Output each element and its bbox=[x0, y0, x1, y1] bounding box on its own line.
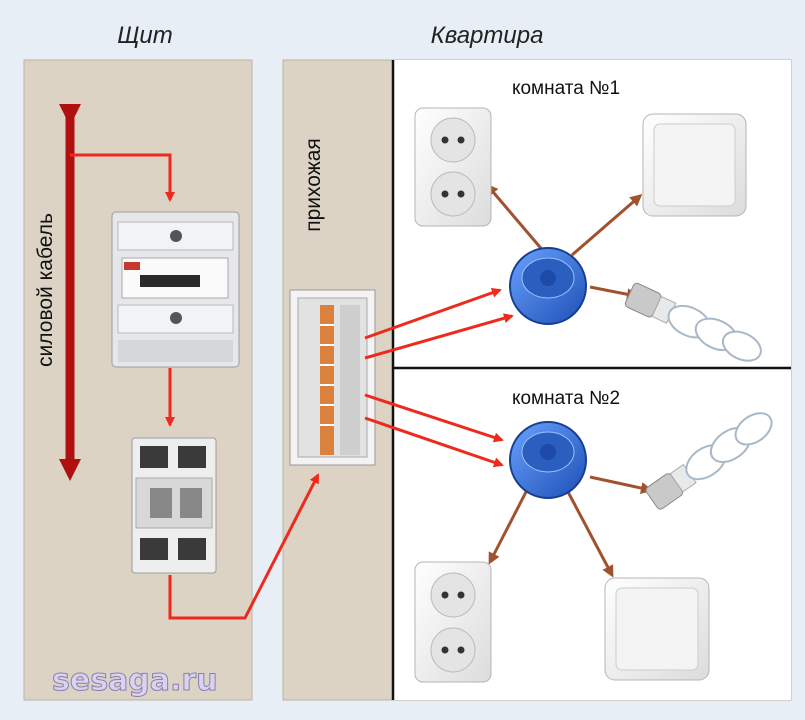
wire-board-to-room2-b bbox=[364, 416, 504, 468]
wire-box1-to-lamp bbox=[589, 285, 639, 301]
wire-box1-to-switch bbox=[571, 194, 643, 257]
wire-box2-to-lamp bbox=[589, 475, 653, 494]
wire-cable-to-meter bbox=[70, 153, 175, 202]
power-cable-label: силовой кабель bbox=[34, 213, 57, 367]
apartment-heading: Квартира bbox=[431, 22, 544, 49]
rcd-breaker-icon bbox=[131, 437, 217, 574]
distribution-board-icon bbox=[289, 289, 376, 466]
wire-board-to-room1-a bbox=[364, 287, 502, 340]
switch-room1-icon bbox=[642, 113, 747, 217]
room1-label: комната №1 bbox=[512, 78, 620, 99]
cfl-bulb-room1-icon bbox=[624, 282, 762, 362]
red-wires bbox=[70, 153, 514, 620]
panel-heading: Щит bbox=[117, 22, 173, 49]
wire-board-to-room2-a bbox=[364, 393, 504, 443]
hallway-label: прихожая bbox=[302, 138, 325, 232]
wire-box1-to-socket bbox=[486, 183, 547, 254]
cfl-bulb-room2-icon bbox=[645, 412, 773, 510]
wire-rcd-to-board bbox=[168, 473, 320, 620]
junction-box-room1-icon bbox=[509, 247, 587, 325]
brown-wires bbox=[486, 183, 653, 578]
wire-box2-to-switch bbox=[565, 489, 614, 578]
socket-room1-icon bbox=[414, 107, 492, 227]
wire-box2-to-socket bbox=[488, 489, 529, 565]
wire-board-to-room1-b bbox=[364, 313, 514, 360]
room2-label: комната №2 bbox=[512, 388, 620, 409]
junction-box-room2-icon bbox=[509, 421, 587, 499]
socket-room2-icon bbox=[414, 561, 492, 683]
watermark: sesaga.ru bbox=[52, 663, 218, 698]
electricity-meter-icon bbox=[111, 211, 240, 368]
switch-room2-icon bbox=[604, 577, 710, 681]
